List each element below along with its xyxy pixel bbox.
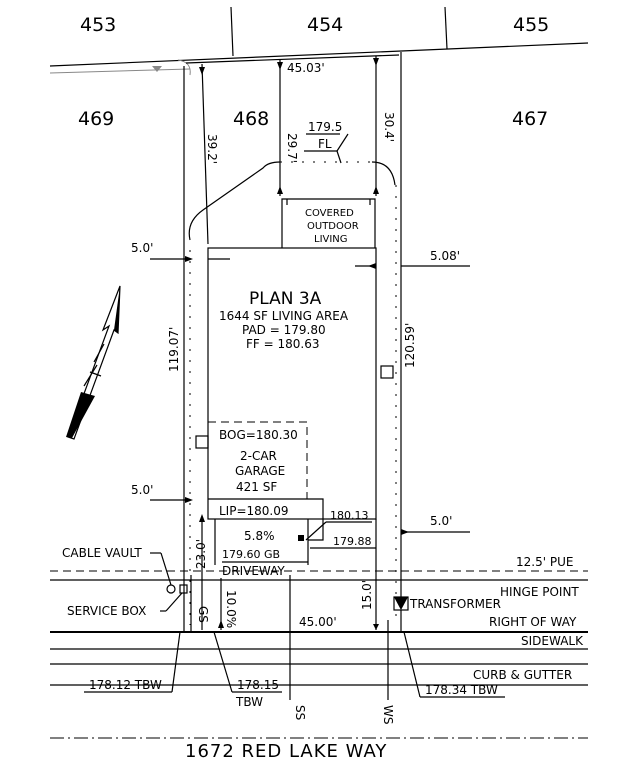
utility-leaders xyxy=(150,552,183,612)
garage-line-2: GARAGE xyxy=(235,464,285,478)
rear-width-dimension-line xyxy=(185,54,400,64)
depth-right-label: 120.59' xyxy=(403,323,417,368)
garage-line-3: 421 SF xyxy=(236,480,277,494)
garage-line-1: 2-CAR xyxy=(240,449,277,463)
transformer-label: TRANSFORMER xyxy=(409,597,501,611)
side-right-top-label: 5.08' xyxy=(430,249,460,263)
utility-lines xyxy=(190,575,389,700)
lot-453: 453 xyxy=(80,14,116,36)
fl-marker xyxy=(304,133,349,164)
lip-elevation: LIP=180.09 xyxy=(219,504,289,518)
gas-service-label: GS xyxy=(196,606,210,623)
rear-setback-left-label: 29.7' xyxy=(285,133,299,163)
side-right-bottom-label: 5.0' xyxy=(430,514,452,528)
lot-469: 469 xyxy=(78,108,114,130)
side-left-bottom-label: 5.0' xyxy=(131,483,153,497)
covered-line-3: LIVING xyxy=(314,234,348,245)
right-of-way-label: RIGHT OF WAY xyxy=(489,615,577,629)
cable-vault-icon xyxy=(166,584,176,594)
service-box-icon xyxy=(179,584,188,594)
hinge-point-label: HINGE POINT xyxy=(500,585,579,599)
corner-marker xyxy=(152,59,191,76)
tbw-mid-value: 178.15 xyxy=(237,678,279,692)
street-name: 1672 RED LAKE WAY xyxy=(185,741,387,762)
grade-break: 179.60 GB xyxy=(222,548,280,561)
side-left-top-label: 5.0' xyxy=(131,241,153,255)
bog-elevation: BOG=180.30 xyxy=(219,428,298,442)
grade-leaders xyxy=(305,521,376,549)
front-lines xyxy=(50,570,588,739)
front-setback-label: 15.0' xyxy=(360,580,374,610)
garage-outline xyxy=(208,421,324,565)
house-footprint xyxy=(207,247,377,520)
covered-outdoor-living xyxy=(281,198,376,248)
sewer-service-label: SS xyxy=(293,705,307,720)
pad-elevation: PAD = 179.80 xyxy=(242,323,326,337)
fl-value: 179.5 xyxy=(308,120,342,134)
grade-marker xyxy=(298,535,304,541)
driveway-grade-label: 10.0% xyxy=(224,590,238,628)
lot-454: 454 xyxy=(307,14,343,36)
grade-180-13: 180.13 xyxy=(330,509,369,522)
rear-width-label: 45.03' xyxy=(287,61,325,75)
rear-setback-right-label: 30.4' xyxy=(382,112,396,142)
rear-lot-lines xyxy=(49,6,589,74)
curb-gutter-label: CURB & GUTTER xyxy=(473,668,572,682)
lot-468: 468 xyxy=(233,108,269,130)
tbw-leaders xyxy=(84,631,505,698)
diag-setback-label: 39.2' xyxy=(205,134,219,164)
north-arrow-icon xyxy=(66,285,121,440)
driveway-label: DRIVEWAY xyxy=(222,564,285,578)
hvac-pad-left xyxy=(195,435,209,449)
lot-455: 455 xyxy=(513,14,549,36)
front-width-label: 45.00' xyxy=(299,615,337,629)
sidewalk-label: SIDEWALK xyxy=(521,634,584,648)
tbw-mid-label: TBW xyxy=(235,695,263,709)
side-setback-arrows xyxy=(150,256,470,535)
fl-label: FL xyxy=(318,137,332,151)
covered-line-2: OUTDOOR xyxy=(307,221,359,232)
service-box-label: SERVICE BOX xyxy=(67,604,146,618)
grade-179-88: 179.88 xyxy=(333,535,372,548)
drainage-swale xyxy=(188,161,397,625)
pue-label: 12.5' PUE xyxy=(516,555,573,569)
covered-line-1: COVERED xyxy=(305,208,354,219)
driveway-slope: 5.8% xyxy=(244,529,275,543)
ff-elevation: FF = 180.63 xyxy=(246,337,319,351)
living-area: 1644 SF LIVING AREA xyxy=(219,309,349,323)
rear-setback-arrows xyxy=(199,56,379,245)
lot-467: 467 xyxy=(512,108,548,130)
driveway-length-label: 23.0' xyxy=(194,539,208,569)
plan-name: PLAN 3A xyxy=(249,289,322,309)
tbw-left-label: 178.12 TBW xyxy=(89,678,162,692)
depth-left-label: 119.07' xyxy=(167,327,181,372)
cable-vault-label: CABLE VAULT xyxy=(62,546,142,560)
hvac-pad-right xyxy=(380,365,394,379)
side-lot-lines xyxy=(183,52,402,632)
tbw-right-label: 178.34 TBW xyxy=(425,683,498,697)
water-service-label: WS xyxy=(381,705,395,724)
